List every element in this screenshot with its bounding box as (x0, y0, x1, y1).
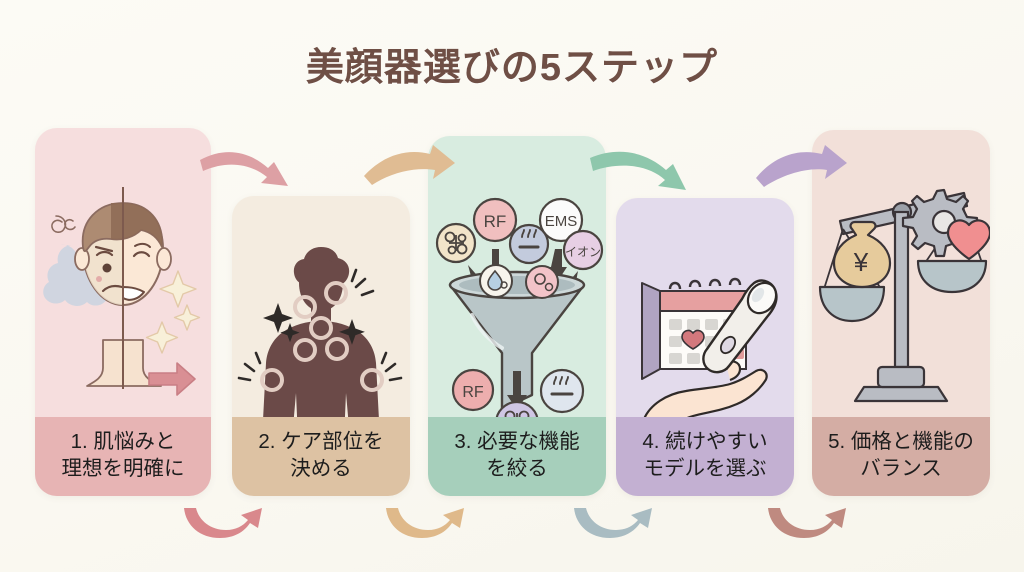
upper-body-silhouette-icon (262, 247, 380, 439)
swirl-icon (51, 215, 76, 233)
arrow-bottom-step3-to-step4 (568, 506, 682, 552)
badge-rf-input: RF (472, 197, 518, 243)
arrow-step1-to-step2 (194, 138, 304, 198)
worried-eye (94, 245, 114, 257)
money-bag-icon: ¥ (832, 220, 892, 289)
arrow-step3-to-step4 (586, 138, 698, 200)
beauty-device-icon (702, 279, 778, 374)
arrow-step4-to-step5 (752, 136, 862, 194)
badge-ems-text: EMS (545, 213, 578, 230)
badge-ion-input: イオン (562, 229, 604, 271)
funnel-output-arrow (507, 371, 527, 410)
badge-ems-input: EMS (538, 197, 584, 243)
funnel-item-droplet (479, 264, 513, 298)
step-card-3[interactable]: RF EMS イオン (428, 136, 606, 496)
arrow-step2-to-step3 (360, 136, 470, 194)
step-2-label: 2. ケア部位を 決める (232, 416, 410, 496)
hand-icon (642, 360, 768, 434)
step-1-illustration (35, 128, 211, 496)
step-4-label: 4. 続けやすい モデルを選ぶ (616, 416, 794, 496)
badge-ion-text: イオン (565, 245, 601, 259)
step-2-illustration (232, 196, 410, 496)
heart-marker-icon (681, 329, 705, 350)
step-1-label: 1. 肌悩みと 理想を明確に (35, 416, 211, 496)
badge-steam-input (508, 223, 550, 265)
badge-steam-output (539, 368, 585, 414)
step-4-illustration (616, 198, 794, 496)
step-card-5[interactable]: ¥ 5. 価格と機能の バランス (812, 130, 990, 496)
funnel-item-pink (525, 265, 559, 299)
sparkle-icon (145, 270, 201, 354)
arrow-bottom-step1-to-step2 (178, 506, 292, 552)
step-card-2[interactable]: 2. ケア部位を 決める (232, 196, 410, 496)
arrow-bottom-step2-to-step3 (380, 506, 494, 552)
step-card-4[interactable]: 4. 続けやすい モデルを選ぶ (616, 198, 794, 496)
heart-icon (946, 219, 990, 261)
smiling-eye (132, 251, 151, 258)
page-title: 美顔器選びの5ステップ (305, 47, 719, 89)
blemish-dot (102, 263, 112, 273)
improvement-arrow-icon (148, 362, 196, 396)
step-5-label: 5. 価格と機能の バランス (812, 416, 990, 496)
step-3-label: 3. 必要な機能 を絞る (428, 416, 606, 496)
badge-bubbles-input (435, 222, 477, 264)
arrow-bottom-step4-to-step5 (762, 506, 876, 552)
badge-rf-output: RF (451, 368, 495, 412)
motion-lines-icon (237, 268, 403, 382)
badge-rf-text: RF (484, 212, 507, 231)
yen-symbol: ¥ (853, 247, 869, 277)
badge-rf-output-text: RF (462, 384, 484, 401)
care-zone-marker (260, 281, 384, 392)
step-5-illustration: ¥ (812, 130, 990, 496)
sparkle-icon (263, 303, 365, 345)
step-card-1[interactable]: 1. 肌悩みと 理想を明確に (35, 128, 211, 496)
